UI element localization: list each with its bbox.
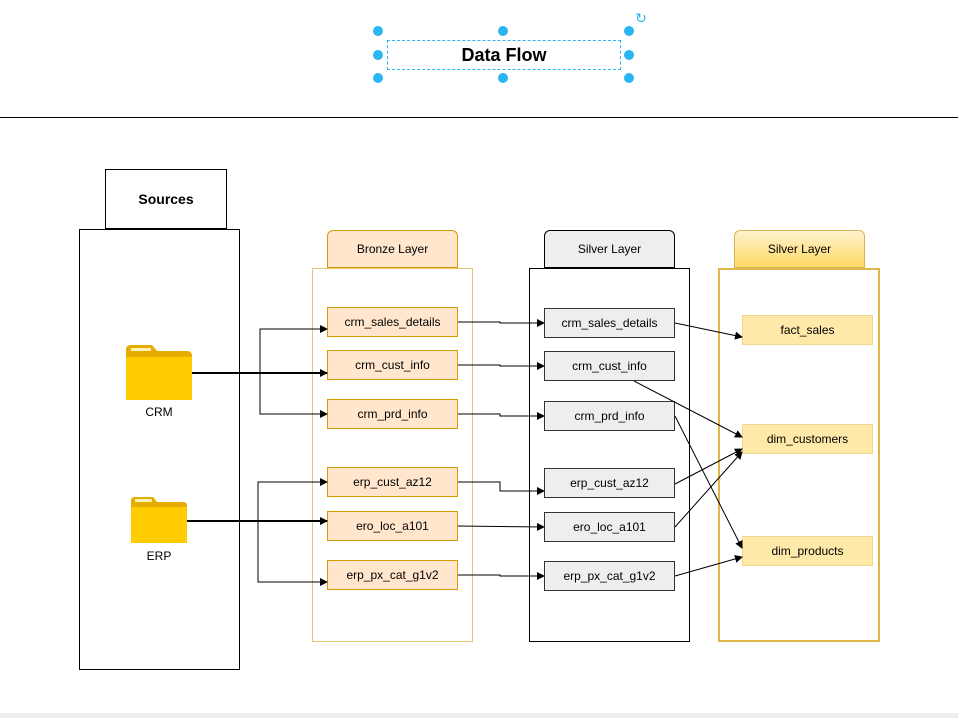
bronze-node[interactable]: crm_sales_details bbox=[327, 307, 458, 337]
gold-node[interactable]: fact_sales bbox=[742, 315, 873, 345]
connector bbox=[457, 522, 545, 531]
connector bbox=[633, 380, 743, 438]
resize-handle[interactable] bbox=[498, 73, 508, 83]
silver-node[interactable]: crm_cust_info bbox=[544, 351, 675, 381]
sources-header-text: Sources bbox=[138, 191, 194, 207]
connector bbox=[674, 555, 743, 577]
resize-handle[interactable] bbox=[373, 50, 383, 60]
canvas-bottom-bar bbox=[0, 713, 958, 718]
bronze-layer-panel bbox=[312, 268, 473, 642]
node-label: fact_sales bbox=[780, 323, 835, 337]
diagram-title-text: Data Flow bbox=[461, 44, 547, 65]
gold-node[interactable]: dim_customers bbox=[742, 424, 873, 454]
sources-panel bbox=[79, 229, 240, 670]
silver-node[interactable]: crm_prd_info bbox=[544, 401, 675, 431]
connector bbox=[259, 373, 328, 418]
silver-node[interactable]: crm_sales_details bbox=[544, 308, 675, 338]
connector bbox=[458, 319, 545, 327]
silver-layer-header-text: Silver Layer bbox=[577, 242, 642, 256]
connector bbox=[674, 415, 743, 549]
node-label: crm_prd_info bbox=[357, 407, 428, 421]
resize-handle[interactable] bbox=[373, 73, 383, 83]
node-label: crm_cust_info bbox=[572, 359, 647, 373]
divider-line bbox=[0, 117, 958, 118]
source-label-crm: CRM bbox=[145, 405, 173, 419]
bronze-layer-header-text: Bronze Layer bbox=[356, 242, 429, 256]
node-label: erp_px_cat_g1v2 bbox=[563, 569, 656, 583]
node-label: erp_px_cat_g1v2 bbox=[346, 568, 439, 582]
connector bbox=[257, 521, 328, 586]
silver-node[interactable]: ero_loc_a101 bbox=[544, 512, 675, 542]
rotate-icon[interactable]: ↻ bbox=[635, 10, 647, 26]
node-label: dim_customers bbox=[766, 432, 849, 446]
gold-layer-panel bbox=[718, 268, 880, 642]
node-label: erp_cust_az12 bbox=[353, 475, 432, 489]
bronze-layer-header: Bronze Layer bbox=[327, 230, 458, 268]
connector bbox=[257, 478, 328, 521]
sources-header: Sources bbox=[105, 169, 227, 229]
node-label: erp_cust_az12 bbox=[570, 476, 649, 490]
bronze-node[interactable]: ero_loc_a101 bbox=[327, 511, 458, 541]
folder-icon bbox=[131, 497, 187, 543]
bronze-node[interactable]: erp_cust_az12 bbox=[327, 467, 458, 497]
connector bbox=[259, 325, 328, 373]
gold-layer-header: Silver Layer bbox=[734, 230, 865, 268]
bronze-node[interactable]: erp_px_cat_g1v2 bbox=[327, 560, 458, 590]
silver-node[interactable]: erp_px_cat_g1v2 bbox=[544, 561, 675, 591]
connector bbox=[458, 362, 545, 370]
gold-layer-header-text: Silver Layer bbox=[767, 242, 832, 256]
diagram-title[interactable]: Data Flow bbox=[387, 40, 621, 70]
connector bbox=[674, 448, 743, 485]
bronze-node[interactable]: crm_prd_info bbox=[327, 399, 458, 429]
node-label: crm_prd_info bbox=[574, 409, 645, 423]
node-label: crm_sales_details bbox=[561, 316, 658, 330]
node-label: ero_loc_a101 bbox=[573, 520, 646, 534]
folder-icon bbox=[126, 345, 192, 400]
source-label-erp: ERP bbox=[146, 549, 172, 563]
node-label: dim_products bbox=[771, 544, 844, 558]
resize-handle[interactable] bbox=[624, 50, 634, 60]
connector bbox=[458, 572, 545, 580]
node-label: ero_loc_a101 bbox=[356, 519, 429, 533]
connector bbox=[674, 451, 743, 528]
node-label: crm_sales_details bbox=[344, 315, 441, 329]
resize-handle[interactable] bbox=[624, 26, 634, 36]
connector bbox=[458, 481, 545, 495]
resize-handle[interactable] bbox=[498, 26, 508, 36]
silver-layer-header: Silver Layer bbox=[544, 230, 675, 268]
resize-handle[interactable] bbox=[624, 73, 634, 83]
silver-node[interactable]: erp_cust_az12 bbox=[544, 468, 675, 498]
silver-layer-panel bbox=[529, 268, 690, 642]
node-label: crm_cust_info bbox=[355, 358, 430, 372]
bronze-node[interactable]: crm_cust_info bbox=[327, 350, 458, 380]
connector bbox=[458, 412, 545, 420]
connector bbox=[674, 322, 743, 340]
gold-node[interactable]: dim_products bbox=[742, 536, 873, 566]
resize-handle[interactable] bbox=[373, 26, 383, 36]
